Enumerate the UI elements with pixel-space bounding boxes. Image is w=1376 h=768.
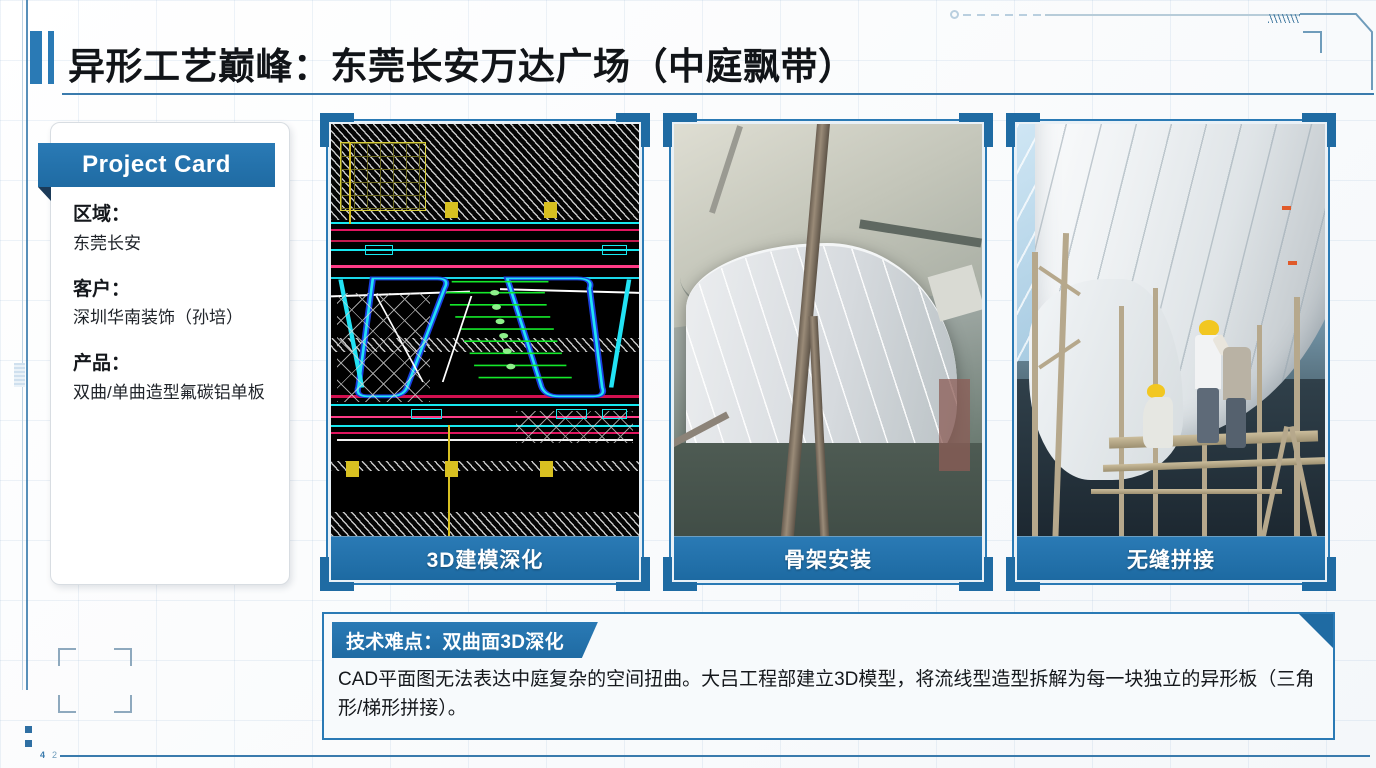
corner-bracket-decor: [58, 695, 76, 713]
photo-caption: 骨架安装: [674, 536, 982, 580]
photo-frame: 3D建模深化: [328, 121, 642, 583]
top-ring-decor: [950, 10, 959, 19]
field-value-region: 东莞长安: [73, 233, 141, 253]
bottom-accent-rule: [60, 755, 1370, 757]
photo-caption: 3D建模深化: [331, 536, 639, 580]
square-marker-decor: [25, 726, 32, 733]
square-marker-decor: [25, 740, 32, 747]
worker-figure: [1140, 383, 1180, 457]
worker-figure: [1223, 347, 1252, 448]
top-solid-line: [1045, 14, 1300, 16]
project-card: Project Card 区域： 东莞长安 客户： 深圳华南装饰（孙培） 产品：…: [38, 122, 290, 585]
title-accent-bars: [30, 31, 54, 84]
cad-drawing-artwork: [331, 124, 639, 580]
project-card-header: Project Card: [38, 143, 275, 187]
field-label-client: 客户：: [73, 278, 131, 300]
photo-frame: 骨架安装: [671, 121, 985, 583]
page-title: 异形工艺巅峰：东莞长安万达广场（中庭飘带）: [68, 46, 856, 87]
top-right-bracket-decor: [1303, 31, 1322, 53]
photo-image-3d-modeling: [331, 124, 639, 580]
title-underline: [62, 93, 1374, 95]
photo-caption: 无缝拼接: [1017, 536, 1325, 580]
project-card-header-label: Project Card: [82, 151, 231, 178]
tech-note-box: 技术难点：双曲面3D深化 CAD平面图无法表达中庭复杂的空间扭曲。大吕工程部建立…: [322, 612, 1335, 740]
photo-image-frame-install: [674, 124, 982, 580]
bottom-mark-left: 4: [40, 750, 46, 760]
photo-card-frame-install: 骨架安装: [663, 113, 993, 591]
photo-card-3d-modeling: 3D建模深化: [320, 113, 650, 591]
left-swatch-decor: [14, 363, 25, 387]
corner-bracket-decor: [114, 695, 132, 713]
field-value-client: 深圳华南装饰（孙培）: [73, 308, 243, 328]
project-card-body: 区域： 东莞长安 客户： 深圳华南装饰（孙培） 产品： 双曲/单曲造型氟碳铝单板: [73, 203, 277, 405]
tech-note-body: CAD平面图无法表达中庭复杂的空间扭曲。大吕工程部建立3D模型，将流线型造型拆解…: [338, 669, 1315, 719]
top-right-hatch-decor: [1268, 14, 1300, 23]
field-label-region: 区域：: [73, 204, 131, 225]
corner-bracket-decor: [114, 648, 132, 666]
worker-figure: [1189, 320, 1232, 444]
top-right-chamfer-icon: [1300, 13, 1373, 90]
site-photo-artwork: [1017, 124, 1325, 580]
field-label-product: 产品：: [73, 353, 131, 375]
site-photo-artwork: [674, 124, 982, 580]
photo-image-seamless-splice: [1017, 124, 1325, 580]
bottom-mark-right: 2: [52, 750, 58, 760]
left-accent-rule: [26, 0, 28, 690]
tech-note-label: 技术难点：双曲面3D深化: [332, 622, 598, 658]
top-dashed-line: [963, 14, 1045, 16]
left-soft-rule: [22, 0, 23, 690]
ribbon-fold-decor: [38, 187, 51, 201]
photo-frame: 无缝拼接: [1014, 121, 1328, 583]
corner-bracket-decor: [58, 648, 76, 666]
tech-note-corner-decor: [1299, 614, 1333, 648]
field-value-product: 双曲/单曲造型氟碳铝单板: [73, 382, 265, 402]
photo-card-seamless-splice: 无缝拼接: [1006, 113, 1336, 591]
